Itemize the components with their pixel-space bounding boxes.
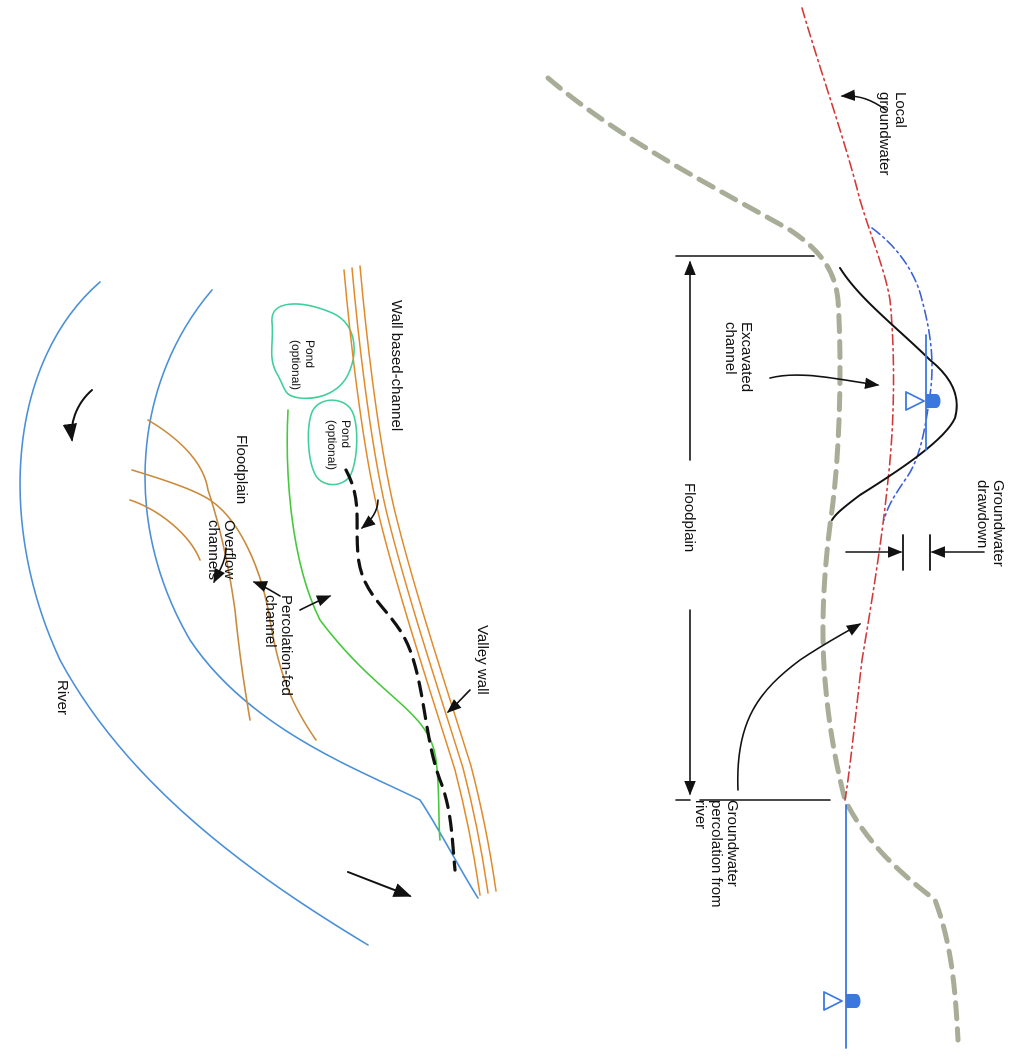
percolation-from-river-leader bbox=[736, 623, 862, 791]
overflow-channel-1 bbox=[147, 419, 251, 721]
ground-surface-line bbox=[545, 75, 961, 1043]
groundwater-drawdown-label-line2: drawdown bbox=[974, 480, 991, 548]
valley-wall-line-2 bbox=[351, 267, 489, 894]
river-water-symbol bbox=[846, 994, 861, 1008]
overflow-leader-1 bbox=[213, 547, 227, 584]
percolation-fed-channel-label-line1: Percolation-fed bbox=[278, 595, 295, 696]
pond-2-label-line1: Pond bbox=[339, 420, 353, 448]
valley-wall-leader bbox=[446, 689, 471, 713]
river-label: River bbox=[54, 680, 71, 715]
channel-water-triangle bbox=[905, 391, 925, 411]
pond-2-label-line2: (optional) bbox=[325, 420, 339, 470]
groundwater-percolation-label-line1: Groundwater bbox=[724, 800, 741, 887]
local-groundwater-label-line1: Local bbox=[892, 92, 909, 128]
overflow-channels-label-line2: channels bbox=[205, 520, 222, 580]
groundwater-drawdown-line bbox=[871, 227, 933, 521]
excavated-channel-leader bbox=[769, 374, 880, 390]
wall-based-channel bbox=[344, 468, 457, 872]
valley-wall-label: Valley wall bbox=[474, 625, 491, 695]
percolation-fed-channel bbox=[286, 409, 441, 841]
valley-wall-line-3 bbox=[359, 265, 497, 892]
plan-view: River Floodplain Overflow channels Perco… bbox=[19, 265, 497, 946]
overflow-channel-2 bbox=[131, 469, 317, 741]
excavated-channel-label-line2: channel bbox=[722, 322, 739, 375]
wall-channel-leader bbox=[360, 499, 379, 529]
pond-1 bbox=[270, 303, 355, 400]
excavated-channel-line bbox=[831, 267, 958, 521]
floodplain-plan-label: Floodplain bbox=[233, 435, 250, 504]
channel-water-symbol bbox=[926, 394, 941, 408]
river-water-triangle bbox=[823, 991, 843, 1011]
river-flow-arrow-bottom bbox=[347, 871, 412, 897]
river-flow-arrow-top bbox=[62, 389, 93, 442]
percolation-fed-channel-label-line2: channel bbox=[262, 595, 279, 648]
river-outer-bank bbox=[19, 281, 369, 946]
local-gw-leader bbox=[840, 89, 887, 111]
pond-1-label-line1: Pond bbox=[303, 340, 317, 368]
section-view: Local groundwater Excavated channel Floo… bbox=[545, 7, 1007, 1049]
groundwater-percolation-label-line3: river bbox=[692, 800, 709, 829]
excavated-channel-label-line1: Excavated bbox=[738, 322, 755, 392]
local-groundwater-label-line2: groundwater bbox=[876, 92, 893, 175]
valley-wall-line-1 bbox=[343, 269, 481, 896]
overflow-leader-2 bbox=[252, 581, 281, 597]
percolation-leader bbox=[299, 595, 332, 611]
wall-based-channel-label: Wall based-channel bbox=[388, 300, 405, 431]
pond-1-label-line2: (optional) bbox=[289, 340, 303, 390]
river-inner-bank bbox=[144, 289, 479, 899]
overflow-channels-label-line1: Overflow bbox=[221, 520, 238, 579]
groundwater-percolation-label-line2: percolation from bbox=[708, 800, 725, 908]
groundwater-drawdown-label-line1: Groundwater bbox=[990, 480, 1007, 567]
overflow-channel-3 bbox=[129, 499, 201, 561]
floodplain-section-label: Floodplain bbox=[681, 483, 698, 552]
